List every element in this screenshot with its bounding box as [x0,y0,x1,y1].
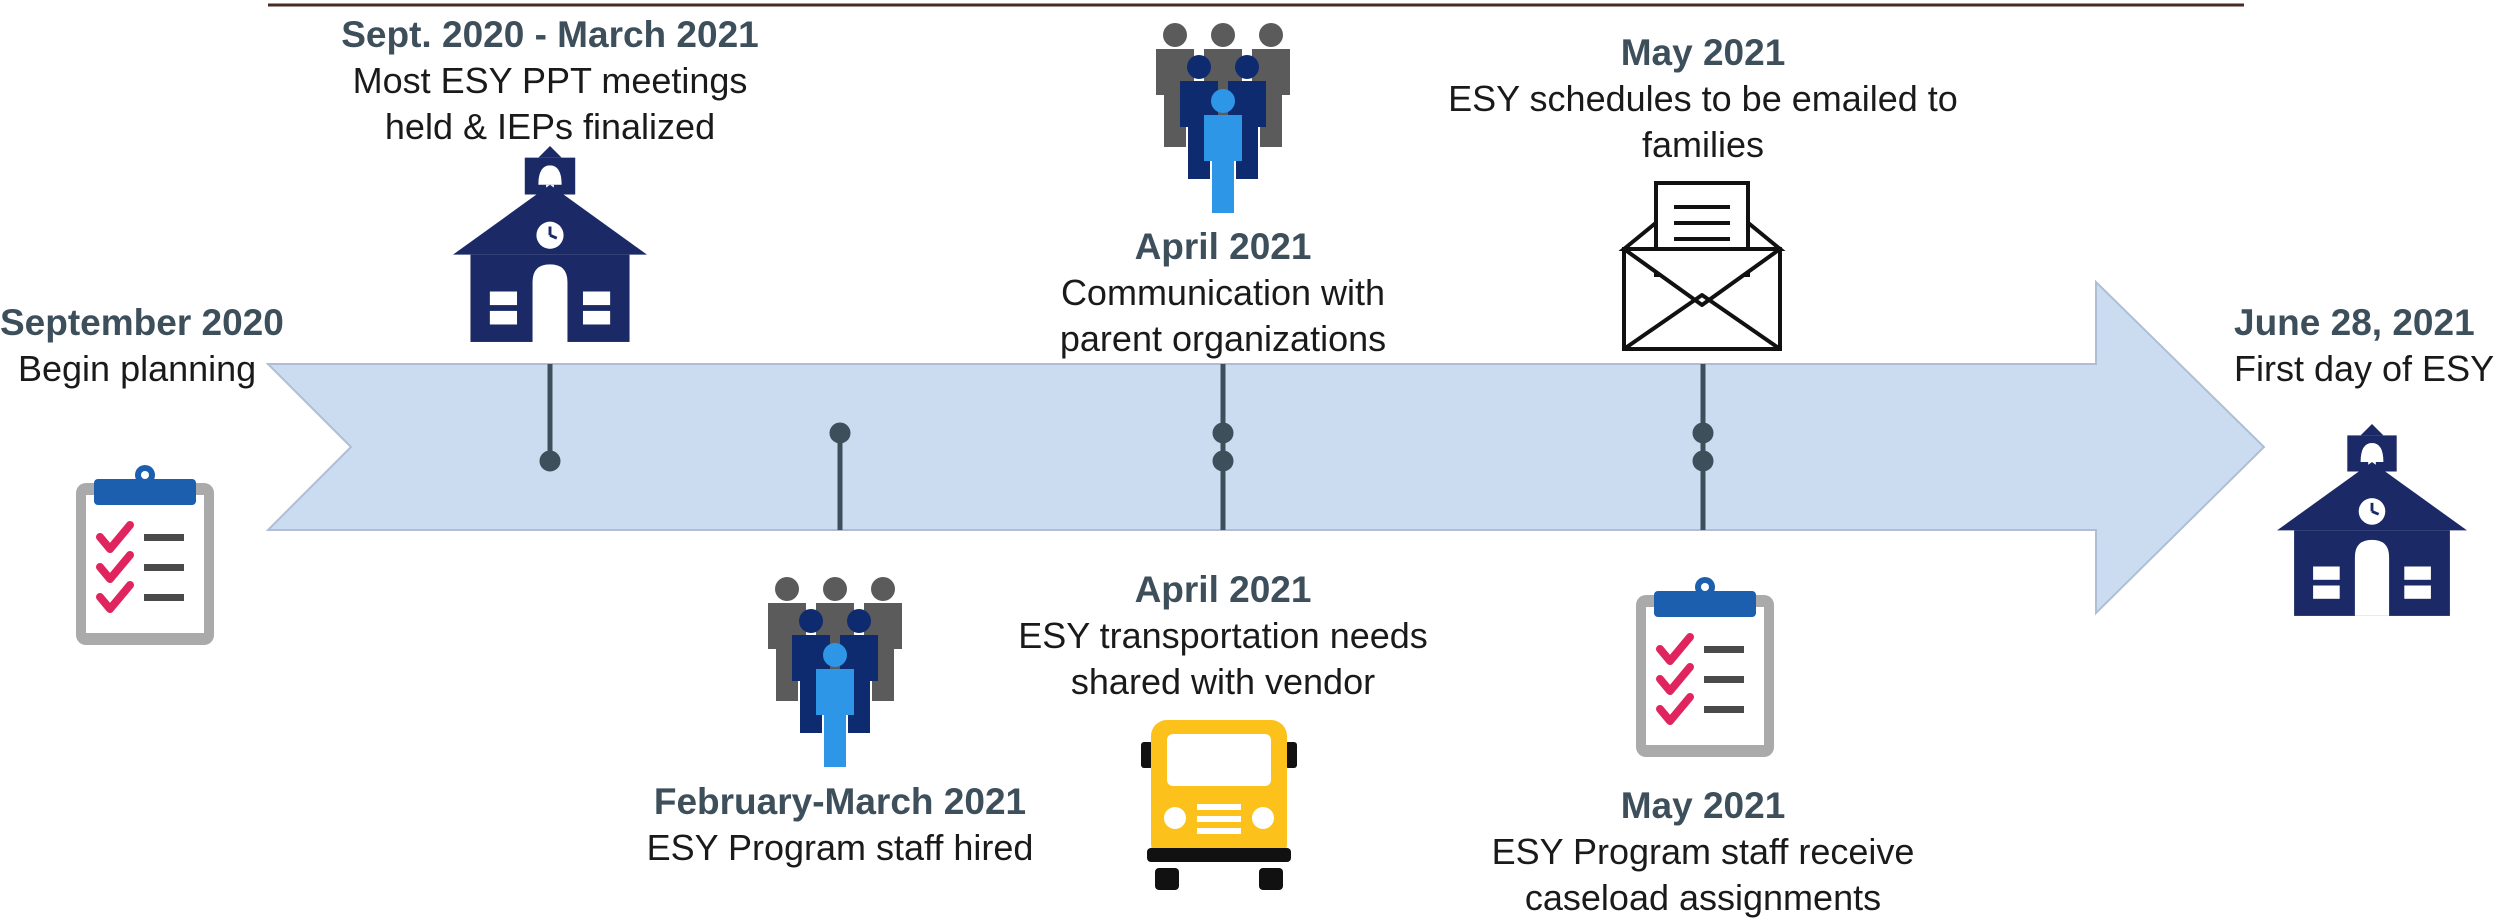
connector-dot-sept-march [539,450,561,472]
milestone-text: ESY Program staff hired [646,827,1034,868]
envelope-icon [1622,181,1782,351]
school-icon [451,144,649,344]
milestone-text-line: families [1641,124,1765,165]
milestone-text: First day of ESY [2234,348,2495,389]
connector-dot-feb-march [829,422,851,444]
connector-dot-april-comm [1212,450,1234,472]
milestone-text: Begin planning [18,348,257,389]
connector-dot-april-transport [1212,422,1234,444]
milestone-text-line: ESY Program staff receive [1491,831,1915,872]
milestone-june28: June 28, 2021 First day of ESY [2234,300,2496,392]
clipboard-icon [76,465,214,645]
milestone-date: June 28, 2021 [2234,302,2475,343]
milestone-feb-march: February-March 2021 ESY Program staff hi… [580,779,1100,871]
connector-dot-may-schedules [1692,450,1714,472]
milestone-sept-march: Sept. 2020 - March 2021 Most ESY PPT mee… [290,12,810,150]
timeline-arrow [265,279,2266,616]
milestone-text-line: ESY schedules to be emailed to [1448,78,1958,119]
milestone-april-comm: April 2021 Communication with parent org… [973,224,1473,362]
milestone-text-line: parent organizations [1059,318,1387,359]
school-bus-icon [1141,720,1297,890]
milestone-date: Sept. 2020 - March 2021 [341,14,759,55]
milestone-text-line: Most ESY PPT meetings [352,60,748,101]
milestone-date: May 2021 [1620,785,1786,826]
milestone-date: April 2021 [1134,226,1312,267]
milestone-text-line: held & IEPs finalized [384,106,716,147]
milestone-date: May 2021 [1620,32,1786,73]
milestone-text-line: shared with vendor [1070,661,1376,702]
milestone-text-line: caseload assignments [1524,877,1882,918]
milestone-date: April 2021 [1134,569,1312,610]
milestone-date: September 2020 [0,302,284,343]
milestone-date: February-March 2021 [653,781,1027,822]
school-icon [2275,422,2469,618]
milestone-may-caseload: May 2021 ESY Program staff receive casel… [1443,783,1963,921]
milestone-text-line: Communication with [1060,272,1386,313]
clipboard-icon [1636,577,1774,757]
milestone-may-schedules: May 2021 ESY schedules to be emailed to … [1413,30,1993,168]
milestone-text-line: ESY transportation needs [1018,615,1428,656]
connector-dot-may-caseload [1692,422,1714,444]
milestone-connectors [539,364,1714,530]
milestone-april-transport: April 2021 ESY transportation needs shar… [963,567,1483,705]
people-icon [1156,23,1290,213]
people-icon [768,577,902,767]
milestone-sept2020: September 2020 Begin planning [0,300,300,392]
